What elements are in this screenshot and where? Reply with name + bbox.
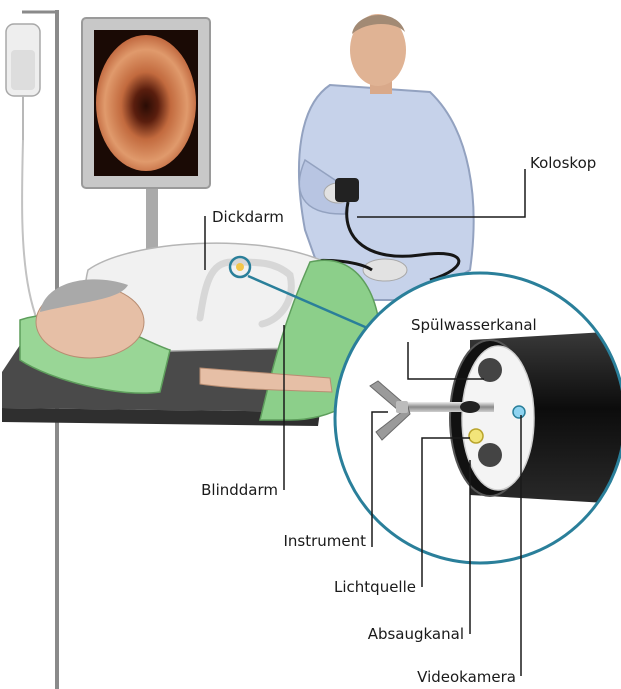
endoscopy-monitor bbox=[82, 18, 210, 260]
spuelwasserkanal-label: Spülwasserkanal bbox=[411, 316, 537, 334]
koloskop-label: Koloskop bbox=[530, 154, 596, 172]
absaugkanal-label: Absaugkanal bbox=[330, 625, 464, 643]
lichtquelle-label: Lichtquelle bbox=[296, 578, 416, 596]
blinddarm-label: Blinddarm bbox=[166, 481, 278, 499]
dickdarm-label: Dickdarm bbox=[212, 208, 284, 226]
instrument-label: Instrument bbox=[246, 532, 366, 550]
physician bbox=[299, 14, 474, 300]
videokamera-label: Videokamera bbox=[380, 668, 516, 686]
